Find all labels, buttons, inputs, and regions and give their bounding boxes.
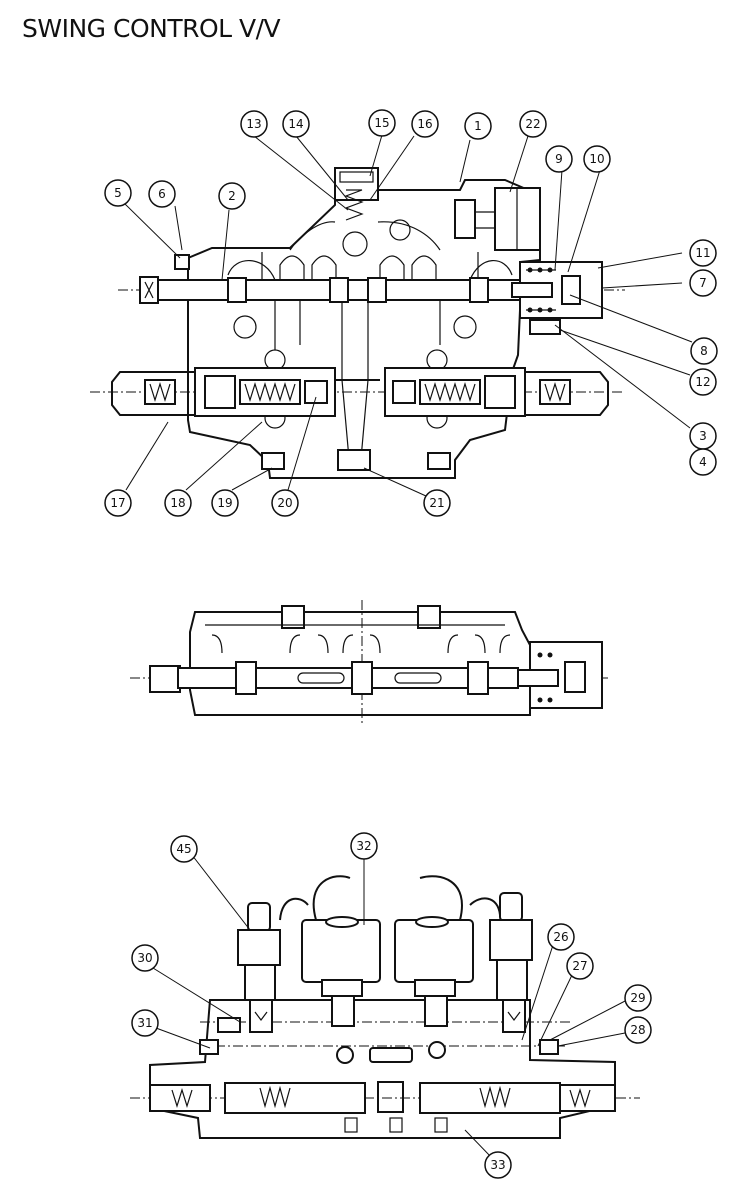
callout-15: 15 (368, 109, 396, 137)
solenoid-coil-right (394, 919, 474, 983)
svg-text:16: 16 (417, 117, 432, 131)
top-view-relief-valves (90, 367, 625, 417)
callout-17: 17 (104, 489, 132, 517)
svg-text:21: 21 (429, 496, 444, 510)
callout-12: 12 (689, 368, 717, 396)
svg-text:17: 17 (110, 496, 125, 510)
svg-text:27: 27 (572, 959, 587, 973)
callout-3: 3 (689, 422, 717, 450)
svg-text:2: 2 (228, 189, 236, 203)
callout-2: 2 (218, 182, 246, 210)
svg-text:12: 12 (695, 375, 710, 389)
svg-text:13: 13 (246, 117, 261, 131)
callout-10: 10 (583, 145, 611, 173)
callout-13: 13 (240, 110, 268, 138)
svg-text:18: 18 (170, 496, 185, 510)
callout-29: 29 (624, 984, 652, 1012)
callout-30: 30 (131, 944, 159, 972)
callout-1: 1 (464, 112, 492, 140)
callout-26: 26 (547, 923, 575, 951)
svg-text:10: 10 (589, 152, 604, 166)
svg-text:45: 45 (176, 842, 191, 856)
callout-6: 6 (148, 180, 176, 208)
svg-text:3: 3 (699, 429, 707, 443)
bottom-view-valve-body (130, 999, 640, 1139)
solenoid-coil-left (301, 919, 381, 983)
callout-14: 14 (282, 110, 310, 138)
callout-5: 5 (104, 179, 132, 207)
callout-7: 7 (689, 269, 717, 297)
callout-19: 19 (211, 489, 239, 517)
callout-27: 27 (566, 952, 594, 980)
svg-text:30: 30 (137, 951, 152, 965)
svg-text:33: 33 (490, 1158, 505, 1172)
callout-18: 18 (164, 489, 192, 517)
callout-8: 8 (690, 337, 718, 365)
svg-text:11: 11 (695, 246, 710, 260)
callout-22: 22 (519, 110, 547, 138)
callout-31: 31 (131, 1009, 159, 1037)
callout-21: 21 (423, 489, 451, 517)
svg-text:19: 19 (217, 496, 232, 510)
page-title: SWING CONTROL V/V (22, 14, 281, 43)
svg-text:28: 28 (630, 1023, 645, 1037)
svg-text:6: 6 (158, 187, 166, 201)
svg-text:32: 32 (356, 839, 371, 853)
callout-32: 32 (350, 832, 378, 860)
side-view-valve-body (130, 600, 610, 725)
svg-text:4: 4 (699, 455, 707, 469)
callout-11: 11 (689, 239, 717, 267)
svg-text:8: 8 (700, 344, 708, 358)
bottom-view-solenoid-valves (237, 875, 533, 1064)
svg-text:26: 26 (553, 930, 568, 944)
part-callouts: 1 2 3 4 5 6 7 8 9 10 11 12 13 14 15 16 1… (104, 109, 718, 1179)
callout-9: 9 (545, 145, 573, 173)
svg-text:1: 1 (474, 119, 482, 133)
callout-45: 45 (170, 835, 198, 863)
svg-text:5: 5 (114, 186, 122, 200)
callout-28: 28 (624, 1016, 652, 1044)
svg-text:9: 9 (555, 152, 563, 166)
top-plug (334, 167, 379, 201)
callout-20: 20 (271, 489, 299, 517)
callout-33: 33 (484, 1151, 512, 1179)
callout-4: 4 (689, 448, 717, 476)
svg-text:14: 14 (288, 117, 303, 131)
svg-text:31: 31 (137, 1016, 152, 1030)
leader-lines (124, 134, 693, 1159)
callout-16: 16 (411, 110, 439, 138)
svg-text:7: 7 (699, 276, 707, 290)
svg-text:15: 15 (374, 116, 389, 130)
svg-text:29: 29 (630, 991, 645, 1005)
top-view-main-spool (118, 261, 625, 335)
svg-text:20: 20 (277, 496, 292, 510)
top-view-valve-body (174, 167, 541, 479)
svg-text:22: 22 (525, 117, 540, 131)
